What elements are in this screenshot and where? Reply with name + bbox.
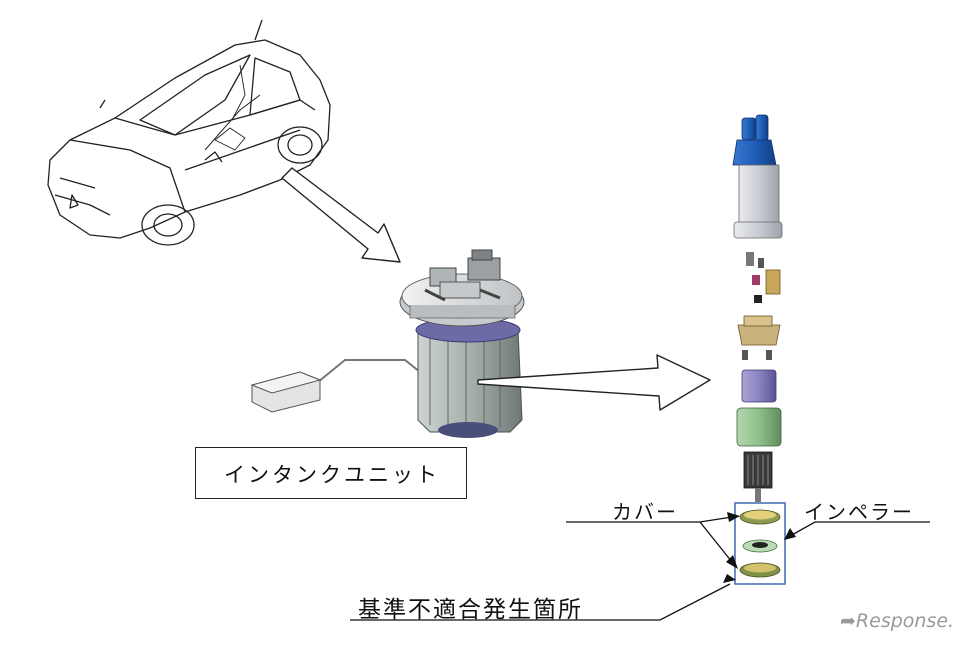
highlight-frame xyxy=(734,502,786,585)
cover-impeller-parts xyxy=(739,509,781,578)
arrow-car-to-unit xyxy=(281,167,401,263)
arrow-unit-to-exploded xyxy=(477,354,711,411)
impeller-label: インペラー xyxy=(804,500,914,524)
nonconformity-location-label: 基準不適合発生箇所 xyxy=(358,597,583,623)
car-illustration xyxy=(47,19,331,246)
leader-arrowheads xyxy=(723,512,796,583)
leader-lines xyxy=(350,516,930,621)
intank-unit-label-box xyxy=(195,447,467,499)
watermark-text: Response. xyxy=(855,610,955,632)
fuel-pump-exploded-view xyxy=(732,114,783,502)
watermark-logo: ➦Response. xyxy=(840,610,954,632)
watermark-arrow-icon: ➦ xyxy=(840,610,856,632)
intank-unit-illustration xyxy=(250,249,525,438)
intank-unit-label: インタンクユニット xyxy=(224,463,440,487)
cover-label: カバー xyxy=(612,500,678,524)
